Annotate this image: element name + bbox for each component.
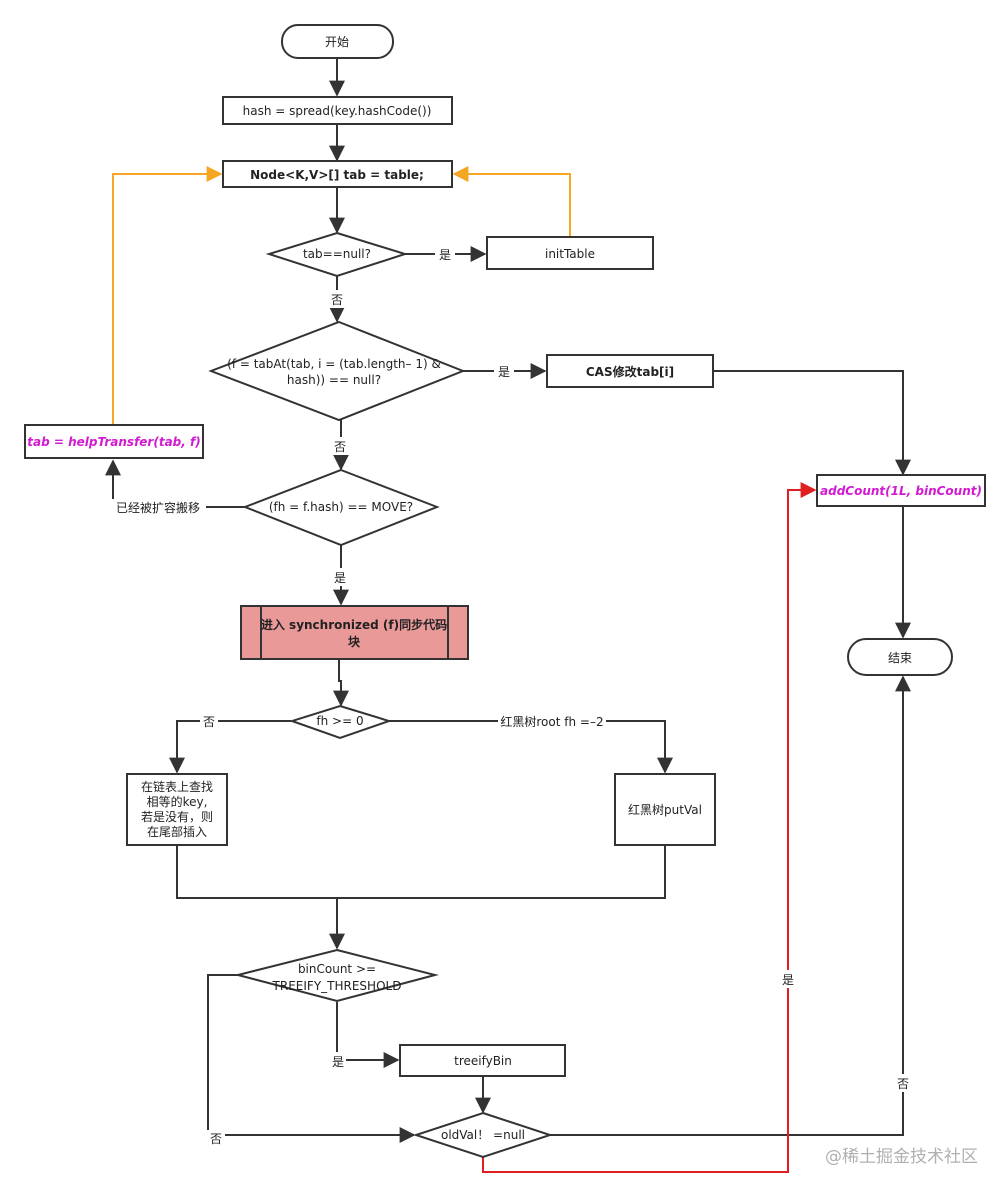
label-yes-cas: 是 xyxy=(498,365,510,379)
label-no-fh: 否 xyxy=(203,715,215,729)
label-yes-move: 是 xyxy=(334,571,346,585)
list-label-line2: 相等的key, xyxy=(147,794,208,809)
fh-ge0-label: fh >= 0 xyxy=(316,714,363,728)
add-count-label: addCount(1L, binCount) xyxy=(820,484,982,498)
rb-putval-label: 红黑树putVal xyxy=(628,802,702,817)
end-label: 结束 xyxy=(888,651,912,665)
edge-bincount-no-oldval xyxy=(207,974,416,1143)
edge-oldval-no-end xyxy=(550,675,911,1136)
treeify-bin-node: treeifyBin xyxy=(399,1044,566,1077)
label-no-tabnull: 否 xyxy=(331,293,343,307)
add-count-node: addCount(1L, binCount) xyxy=(816,474,986,507)
edge-sync-to-fhge0 xyxy=(333,660,349,707)
help-transfer-node: tab = helpTransfer(tab, f) xyxy=(24,424,204,459)
watermark: @稀土掘金技术社区 xyxy=(825,1147,978,1167)
list-label-line1: 在链表上查找 xyxy=(141,779,213,794)
end-node: 结束 xyxy=(847,638,953,676)
label-no-bincount: 否 xyxy=(210,1132,222,1146)
hash-label: hash = spread(key.hashCode()) xyxy=(243,104,432,118)
label-rb-root: 红黑树root fh =–2 xyxy=(500,714,603,729)
start-node: 开始 xyxy=(281,24,394,59)
fh-ge0-decision: fh >= 0 xyxy=(288,704,393,740)
tabat-decision: (f = tabAt(tab, i = (tab.length– 1) & ha… xyxy=(208,320,466,422)
edge-cas-to-addcount xyxy=(713,370,911,476)
label-moving: 已经被扩容搬移 xyxy=(116,500,200,515)
oldval-decision: oldVal！ =null xyxy=(412,1111,554,1159)
label-yes-init: 是 xyxy=(439,248,451,262)
edge-fhge0-no-list xyxy=(169,720,291,774)
oldval-label: oldVal！ =null xyxy=(441,1128,525,1142)
hash-node: hash = spread(key.hashCode()) xyxy=(222,96,453,125)
tab-null-label: tab==null? xyxy=(303,247,371,261)
cas-label: CAS修改tab[i] xyxy=(586,364,674,379)
label-yes-treeify: 是 xyxy=(332,1055,344,1069)
sync-label-line2: 块 xyxy=(348,634,361,649)
label-no-tabat: 否 xyxy=(334,440,346,454)
treeify-bin-label: treeifyBin xyxy=(454,1054,512,1068)
edge-oldval-yes-addcount xyxy=(482,482,817,1173)
init-table-node: initTable xyxy=(486,236,654,270)
start-label: 开始 xyxy=(325,35,349,49)
list-label-line4: 在尾部插入 xyxy=(147,824,207,839)
node-tab-node: Node<K,V>[] tab = table; xyxy=(222,160,453,188)
sync-label-line1: 进入 synchronized (f)同步代码 xyxy=(261,617,447,632)
tab-null-decision: tab==null? xyxy=(265,231,409,278)
node-tab-label: Node<K,V>[] tab = table; xyxy=(250,168,424,182)
list-label-line3: 若是没有，则 xyxy=(141,809,213,824)
sync-node: 进入 synchronized (f)同步代码 块 xyxy=(240,605,469,660)
bincount-label-line2: TREEIFY_THRESHOLD xyxy=(272,979,402,993)
cas-node: CAS修改tab[i] xyxy=(546,354,714,388)
fh-move-decision: (fh = f.hash) == MOVE? xyxy=(242,468,440,547)
tabat-label-line2: hash)) == null? xyxy=(287,373,381,387)
help-transfer-label: tab = helpTransfer(tab, f) xyxy=(27,435,200,449)
rb-putval-node: 红黑树putVal xyxy=(614,773,716,846)
edge-list-merge xyxy=(176,846,666,899)
edge-bincount-yes-treeify xyxy=(336,1002,400,1068)
init-table-label: initTable xyxy=(545,247,595,261)
connectors xyxy=(105,58,911,1143)
bincount-decision: binCount >= TREEIFY_THRESHOLD xyxy=(237,948,439,1003)
edge-inittable-loop xyxy=(452,166,571,236)
edge-helptransfer-loop xyxy=(112,166,223,424)
label-no-oldval: 否 xyxy=(897,1077,909,1091)
red-connector xyxy=(482,482,817,1173)
list-node: 在链表上查找 相等的key, 若是没有，则 在尾部插入 xyxy=(126,773,228,846)
fh-move-label: (fh = f.hash) == MOVE? xyxy=(269,500,413,514)
tabat-label-line1: (f = tabAt(tab, i = (tab.length– 1) & xyxy=(227,357,441,371)
edge-fhge0-rb xyxy=(389,720,673,774)
edge-labels: 是 否 是 否 已经被扩容搬移 是 否 红黑树root fh =–2 是 否 是… xyxy=(110,245,912,1147)
label-yes-oldval: 是 xyxy=(782,973,794,987)
bincount-label-line1: binCount >= xyxy=(298,962,376,976)
loop-connectors xyxy=(112,166,571,424)
